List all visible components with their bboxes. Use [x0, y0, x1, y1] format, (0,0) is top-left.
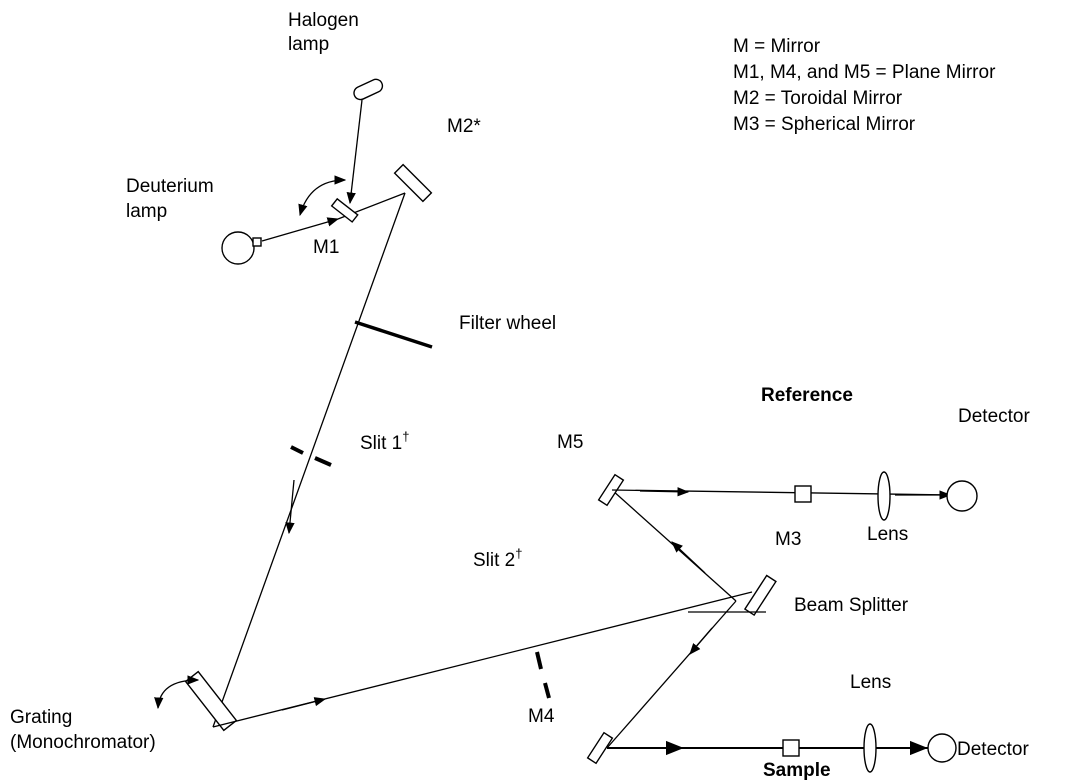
lens-reference-label: Lens [867, 524, 908, 545]
beam-splitter-to-m4 [606, 600, 737, 749]
lens-sample [863, 723, 877, 773]
detector-reference [946, 480, 978, 512]
m1-rotation-arrow [298, 175, 347, 217]
m5-mirror [597, 473, 625, 507]
m3-label: M3 [775, 529, 801, 550]
halogen-label-line2: lamp [288, 34, 329, 55]
slit1-label: Slit 1† [360, 429, 409, 454]
sample-label: Sample [763, 760, 831, 781]
beam-arrow-lower [281, 697, 327, 711]
detector-sample [927, 733, 957, 763]
legend-plane-mirror: M1, M4, and M5 = Plane Mirror [733, 62, 996, 83]
m2-mirror [393, 163, 433, 203]
grating-label-line2: (Monochromator) [10, 732, 156, 753]
m5-label: M5 [557, 432, 583, 453]
m2-label: M2* [447, 116, 481, 137]
lens-reference [877, 471, 891, 521]
deuterium-lamp [221, 231, 262, 265]
legend: M = Mirror M1, M4, and M5 = Plane Mirror… [733, 36, 996, 135]
filter-wheel-label: Filter wheel [459, 313, 556, 334]
beam-arrow-up-to-m5 [671, 541, 706, 574]
reference-beam-arrow [639, 487, 690, 497]
legend-toroidal-mirror: M2 = Toroidal Mirror [733, 88, 903, 109]
filter-wheel [354, 320, 433, 349]
reference-label: Reference [761, 385, 853, 406]
slit2-label: Slit 2† [473, 546, 522, 571]
legend-mirror: M = Mirror [733, 36, 821, 57]
grating-rotation-arrow [154, 675, 200, 710]
grating-label-line1: Grating [10, 707, 72, 728]
detector-reference-label: Detector [958, 406, 1030, 427]
reference-beam [611, 489, 956, 496]
lens-sample-label: Lens [850, 672, 891, 693]
detector-sample-label: Detector [957, 739, 1029, 760]
beam-arrow-to-grating [285, 479, 295, 535]
halogen-label-line1: Halogen [288, 10, 359, 31]
deuterium-label-line1: Deuterium [126, 176, 214, 197]
sample-cell [782, 739, 800, 757]
legend-spherical-mirror: M3 = Spherical Mirror [733, 114, 916, 135]
m4-label: M4 [528, 706, 555, 727]
deuterium-label-line2: lamp [126, 201, 167, 222]
slit-2 [535, 651, 551, 699]
beam-arrow-down-to-m4 [689, 627, 713, 655]
beam-splitter-to-m5 [611, 489, 737, 602]
beam-splitter [743, 574, 777, 617]
slit-1 [290, 445, 332, 467]
m1-mirror [330, 197, 359, 223]
source-beams [212, 99, 406, 728]
halogen-lamp [353, 78, 384, 101]
m4-mirror [586, 731, 614, 765]
m1-label: M1 [313, 237, 339, 258]
m3-reference [794, 485, 812, 503]
beam-splitter-label: Beam Splitter [794, 595, 909, 616]
